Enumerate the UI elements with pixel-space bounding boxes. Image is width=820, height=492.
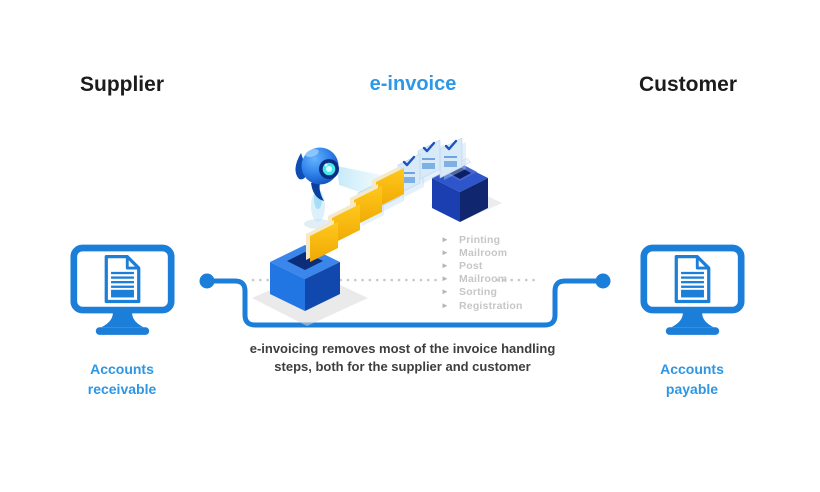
- invoice-document-icon: [674, 254, 711, 304]
- step-arrow-icon: ►: [441, 247, 449, 257]
- monitor-stand: [671, 311, 714, 328]
- step-label: Mailroom: [459, 273, 508, 286]
- monitor-base: [665, 327, 720, 335]
- monitor-base: [95, 327, 150, 335]
- step-arrow-icon: ►: [441, 274, 449, 284]
- caption-line-1: e-invoicing removes most of the invoice …: [249, 341, 556, 356]
- step-row-sorting: ► Sorting: [441, 286, 523, 299]
- supplier-heading: Supplier: [79, 73, 164, 96]
- step-arrow-icon: ►: [441, 287, 449, 297]
- document-5: [439, 137, 463, 179]
- invoice-document-icon: [104, 254, 141, 304]
- caption: e-invoicing removes most of the invoice …: [230, 340, 575, 376]
- folder-1: [306, 220, 338, 262]
- step-row-printing: ► Printing: [441, 233, 523, 246]
- supplier-monitor-icon: [70, 244, 175, 335]
- e-invoicing-illustration: [252, 137, 502, 326]
- step-row-mailroom-2: ► Mailroom: [441, 273, 523, 286]
- robot-icon: [295, 147, 339, 222]
- step-row-post: ► Post: [441, 259, 523, 272]
- step-arrow-icon: ►: [441, 260, 449, 270]
- step-label: Printing: [459, 233, 501, 246]
- step-row-registration: ► Registration: [441, 299, 523, 312]
- monitor-stand: [101, 311, 144, 328]
- step-label: Registration: [459, 299, 523, 312]
- step-label: Mailroom: [459, 246, 508, 259]
- step-arrow-icon: ►: [441, 300, 449, 310]
- customer-monitor-icon: [640, 244, 745, 335]
- connection-dot-left: [199, 273, 215, 289]
- step-label: Post: [459, 259, 483, 272]
- connection-dot-right: [595, 273, 611, 289]
- step-arrow-icon: ►: [441, 234, 449, 244]
- customer-heading: Customer: [638, 73, 738, 96]
- accounts-receivable-label: Accounts receivable: [87, 361, 157, 397]
- caption-line-2: steps, both for the supplier and custome…: [274, 359, 531, 374]
- step-row-mailroom-1: ► Mailroom: [441, 246, 523, 259]
- accounts-payable-label: Accounts payable: [660, 361, 724, 397]
- removed-steps-list: ► Printing ► Mailroom ► Post ► Mailroom …: [441, 233, 523, 312]
- connection-line: [204, 278, 606, 328]
- document-4: [417, 139, 441, 181]
- paper-folders: [306, 166, 404, 262]
- e-invoice-heading: e-invoice: [369, 73, 457, 95]
- step-label: Sorting: [459, 286, 498, 299]
